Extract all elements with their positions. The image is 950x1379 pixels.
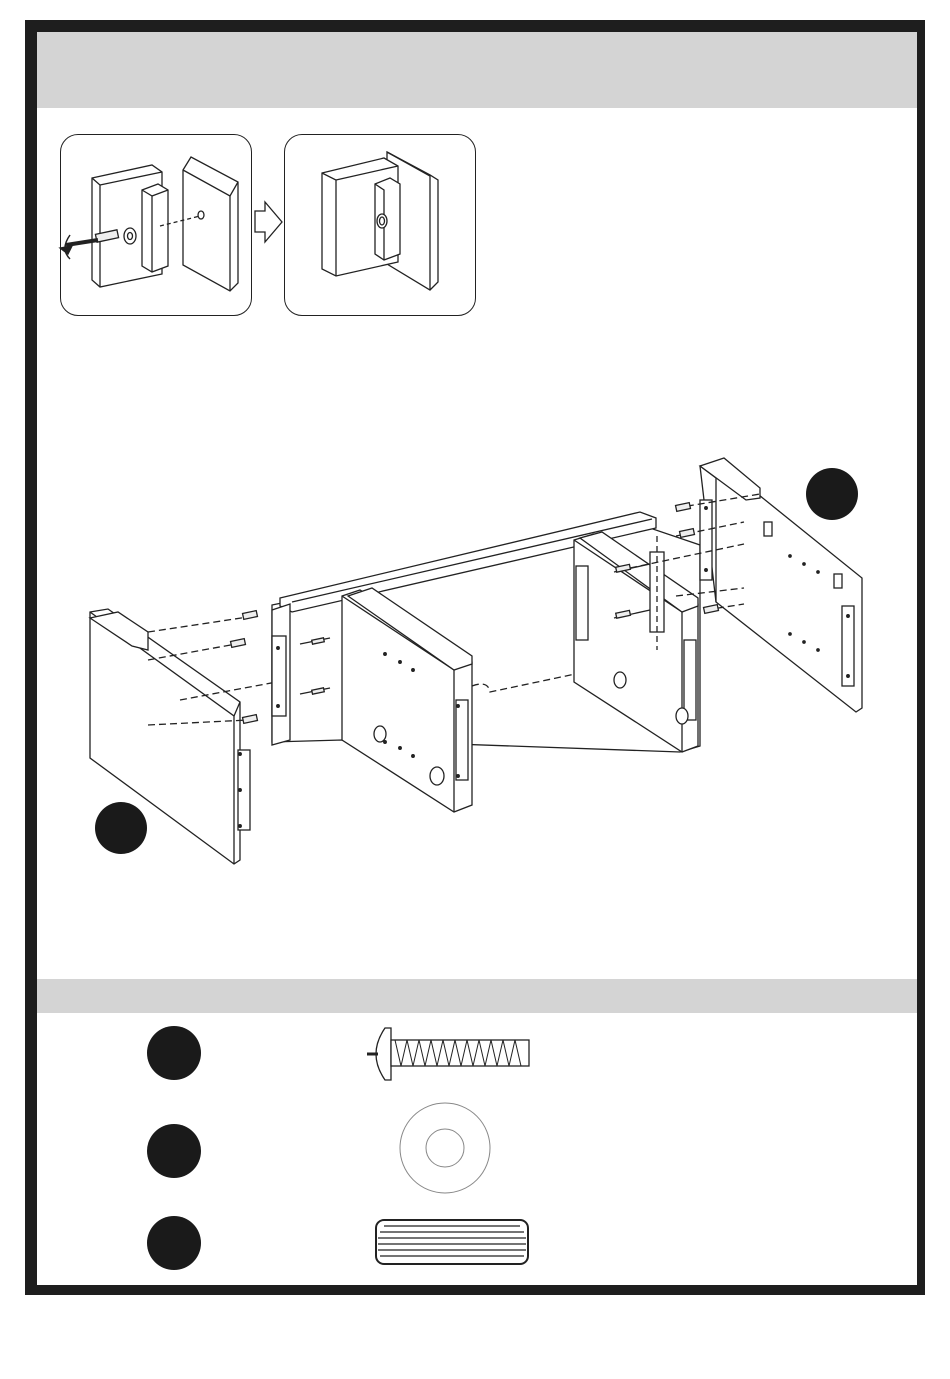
dowel-icon (376, 1220, 528, 1264)
detail-after-drawing (322, 152, 438, 290)
detail-before-drawing (60, 157, 238, 291)
part-badge-dowel (147, 1216, 201, 1270)
parts-band (37, 979, 917, 1013)
part-badge-screw (147, 1026, 201, 1080)
washer-icon (400, 1103, 490, 1193)
transition-arrow (255, 202, 282, 242)
callout-badge-top-right (806, 468, 858, 520)
part-badge-washer (147, 1124, 201, 1178)
screw-icon (367, 1028, 529, 1080)
main-assembly-drawing (90, 458, 862, 864)
callout-badge-bottom-left (95, 802, 147, 854)
